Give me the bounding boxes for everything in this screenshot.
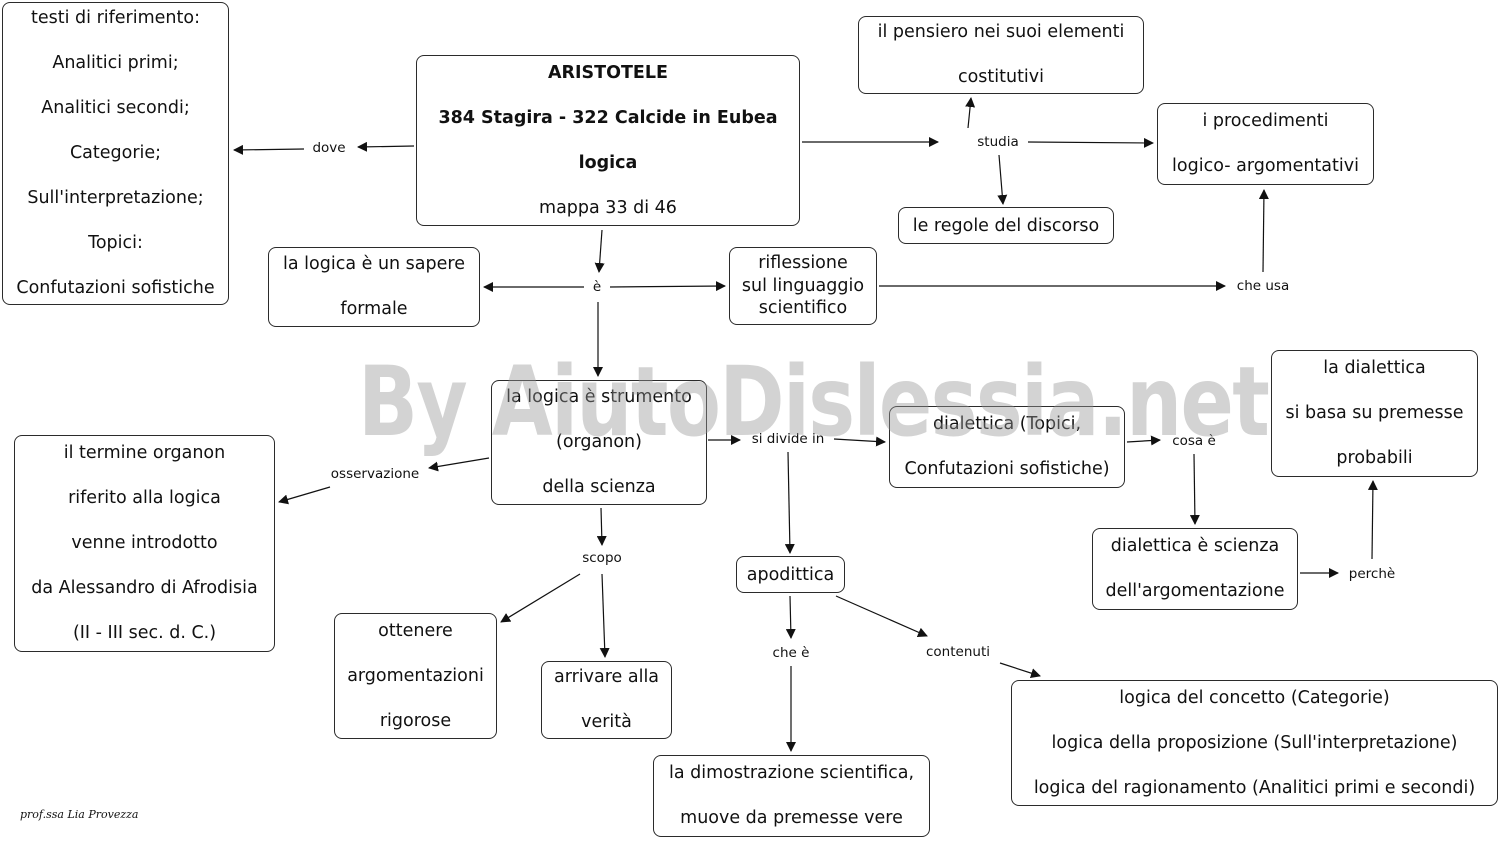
node-premesse-line: si basa su premesse	[1285, 403, 1464, 423]
node-dialettica-premesse: la dialettica si basa su premesse probab…	[1271, 350, 1478, 477]
label-perche: perchè	[1343, 565, 1401, 583]
node-organon-line: da Alessandro di Afrodisia	[31, 578, 258, 598]
node-aristotele-topic: logica	[578, 152, 638, 173]
author-signature: prof.ssa Lia Provezza	[20, 808, 139, 821]
node-logiche-line: logica del ragionamento (Analitici primi…	[1033, 777, 1476, 798]
label-e: è	[587, 278, 607, 296]
node-pensiero-line: il pensiero nei suoi elementi	[877, 22, 1125, 42]
node-aristotele-dates: 384 Stagira - 322 Calcide in Eubea	[438, 107, 778, 128]
node-argomentazioni-line: argomentazioni	[347, 665, 484, 686]
node-dialettica-line: dialettica (Topici,	[932, 414, 1082, 434]
node-riflessione-line: scientifico	[758, 298, 848, 319]
node-organon-line: (II - III sec. d. C.)	[72, 623, 217, 643]
node-testi-line: Categorie;	[69, 143, 162, 163]
node-dialettica-scienza: dialettica è scienza dell'argomentazione	[1092, 528, 1298, 610]
label-dove: dove	[307, 139, 351, 157]
label-studia: studia	[972, 133, 1024, 151]
edge-sidivide-apodittica	[784, 451, 795, 554]
edge-sidivide-dialettica	[833, 436, 886, 447]
label-cosa-e: cosa è	[1167, 432, 1221, 450]
edge-strumento-scopo	[596, 507, 607, 546]
node-premesse-line: la dialettica	[1323, 358, 1426, 378]
node-riflessione: riflessione sul linguaggio scientifico	[729, 247, 877, 325]
edge-scopo-argomentazioni	[500, 573, 581, 623]
node-verita: arrivare alla verità	[541, 661, 672, 739]
node-logiche: logica del concetto (Categorie) logica d…	[1011, 680, 1498, 806]
node-dimostrazione-line: la dimostrazione scientifica,	[668, 763, 915, 783]
node-dialettica-line: Confutazioni sofistiche)	[904, 459, 1110, 479]
edge-studia-pensiero	[965, 97, 976, 129]
label-osservazione: osservazione	[325, 465, 425, 483]
node-procedimenti: i procedimenti logico- argomentativi	[1157, 103, 1374, 185]
node-argomentazioni-line: ottenere	[378, 620, 453, 641]
node-logiche-line: logica del concetto (Categorie)	[1119, 687, 1390, 708]
node-apodittica: apodittica	[736, 556, 845, 593]
node-pensiero-line: costitutivi	[957, 67, 1045, 87]
edge-cosae-scienza	[1189, 453, 1200, 525]
node-verita-line: arrivare alla	[553, 667, 660, 687]
label-che-e: che è	[767, 644, 815, 662]
node-aristotele-footer: mappa 33 di 46	[539, 197, 677, 218]
node-procedimenti-line: logico- argomentativi	[1172, 156, 1359, 176]
label-contenuti: contenuti	[921, 643, 995, 661]
edge-apodittica-chee	[785, 595, 796, 639]
edge-cheusa-procedimenti	[1258, 189, 1269, 273]
node-testi-line: Analitici secondi;	[41, 98, 190, 118]
label-scopo: scopo	[577, 549, 627, 567]
label-si-divide-in: si divide in	[746, 430, 830, 448]
node-organon-line: riferito alla logica	[68, 488, 221, 508]
node-strumento-line: (organon)	[556, 432, 642, 452]
edge-strumento-osservazione	[428, 457, 490, 472]
node-testi-line: testi di riferimento:	[31, 8, 200, 28]
edge-aristotele-dove	[357, 141, 415, 152]
edge-dialettica-cosae	[1126, 435, 1161, 446]
node-testi-line: Confutazioni sofistiche	[16, 278, 215, 298]
edge-aristotele-e	[594, 229, 605, 273]
node-argomentazioni-line: rigorose	[379, 710, 452, 731]
node-dialettica: dialettica (Topici, Confutazioni sofisti…	[889, 406, 1125, 488]
edge-apodittica-contenuti	[835, 595, 928, 637]
edge-perche-premesse	[1367, 480, 1378, 560]
node-sapere-line: formale	[340, 299, 408, 319]
node-strumento-line: della scienza	[542, 477, 656, 497]
node-regole-line: le regole del discorso	[912, 215, 1100, 236]
node-regole: le regole del discorso	[898, 207, 1114, 244]
node-testi-line: Sull'interpretazione;	[27, 188, 204, 208]
node-aristotele-title: ARISTOTELE	[548, 62, 668, 83]
node-dimostrazione-line: muove da premesse vere	[680, 808, 903, 828]
node-scienza-line: dialettica è scienza	[1110, 536, 1280, 556]
node-testi: testi di riferimento: Analitici primi; A…	[2, 2, 229, 305]
edge-dove-testi	[233, 144, 305, 155]
node-pensiero: il pensiero nei suoi elementi costitutiv…	[858, 16, 1144, 94]
label-che-usa: che usa	[1231, 277, 1295, 295]
node-organon-line: venne introdotto	[71, 533, 218, 553]
node-dimostrazione: la dimostrazione scientifica, muove da p…	[653, 755, 930, 837]
node-premesse-line: probabili	[1336, 448, 1413, 468]
node-apodittica-line: apodittica	[746, 564, 835, 585]
edge-contenuti-logiche	[999, 662, 1041, 678]
node-procedimenti-line: i procedimenti	[1202, 111, 1329, 131]
node-testi-line: Analitici primi;	[52, 53, 179, 73]
node-riflessione-line: sul linguaggio	[741, 275, 865, 296]
node-argomentazioni: ottenere argomentazioni rigorose	[334, 613, 497, 739]
node-organon: il termine organon riferito alla logica …	[14, 435, 275, 652]
node-scienza-line: dell'argomentazione	[1105, 581, 1285, 601]
edge-scopo-verita	[599, 573, 610, 658]
edge-osservazione-organon	[278, 486, 331, 505]
node-organon-line: il termine organon	[63, 443, 226, 463]
node-riflessione-line: riflessione	[758, 253, 848, 274]
node-strumento: la logica è strumento (organon) della sc…	[491, 380, 707, 505]
edge-studia-regole	[997, 154, 1008, 205]
node-aristotele: ARISTOTELE 384 Stagira - 322 Calcide in …	[416, 55, 800, 226]
node-verita-line: verità	[581, 712, 632, 732]
edge-studia-procedimenti	[1027, 137, 1154, 148]
node-strumento-line: la logica è strumento	[506, 387, 692, 407]
node-logiche-line: logica della proposizione (Sull'interpre…	[1051, 732, 1458, 753]
node-sapere-formale: la logica è un sapere formale	[268, 247, 480, 327]
node-sapere-line: la logica è un sapere	[283, 254, 465, 274]
edge-e-riflessione	[609, 281, 726, 292]
node-testi-line: Topici:	[88, 233, 143, 253]
